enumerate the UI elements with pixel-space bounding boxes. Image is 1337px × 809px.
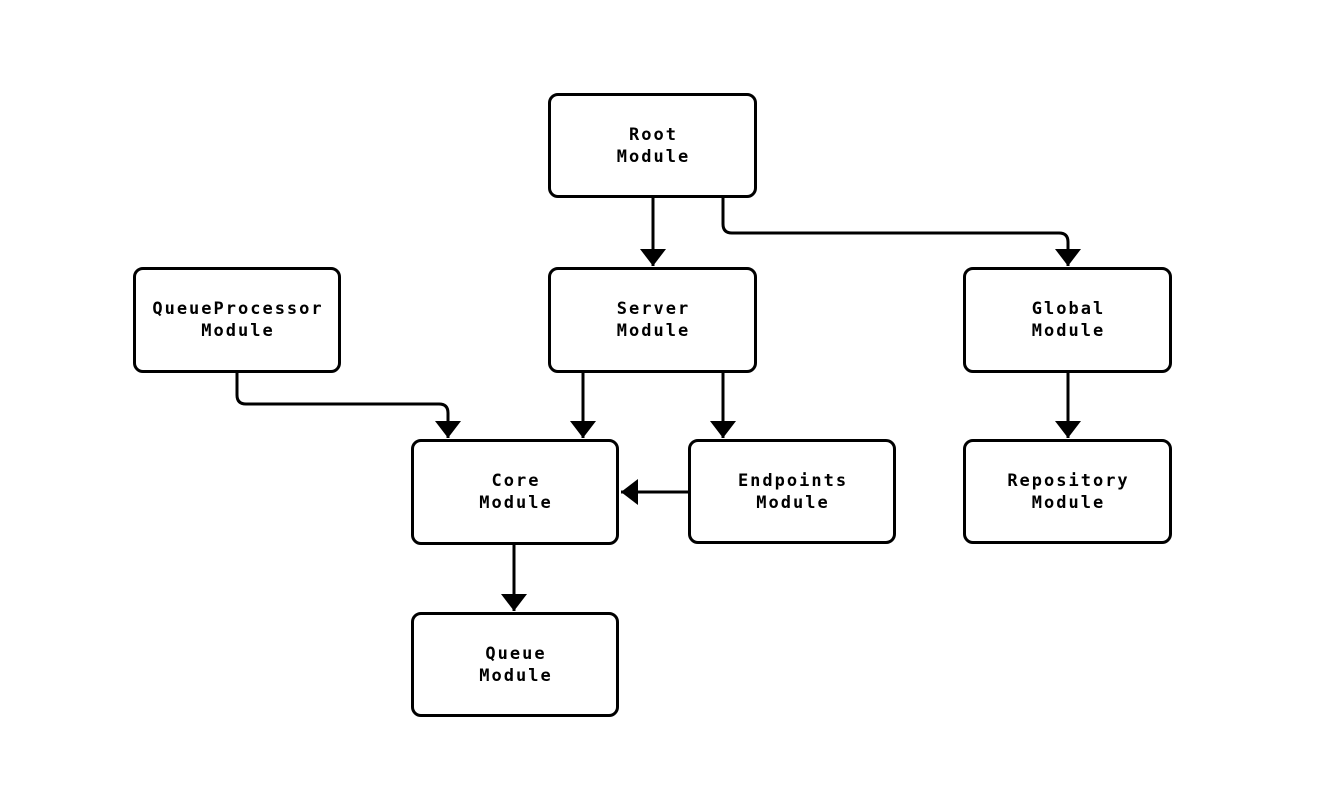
node-label-line1: Root bbox=[629, 124, 678, 145]
edge-queueprocessor-module-to-core-module bbox=[235, 373, 461, 438]
node-label-line2: Module bbox=[1031, 492, 1106, 513]
node-label-line2: Module bbox=[616, 321, 691, 341]
node-label-line1: Global bbox=[1031, 299, 1106, 319]
node-label-line1: QueueProcessor bbox=[152, 299, 324, 319]
node-label-line2: Module bbox=[616, 146, 691, 167]
node-label-line1: Core bbox=[491, 471, 541, 491]
node-label-line2: Module bbox=[1031, 321, 1106, 341]
node-label-line1: Server bbox=[616, 299, 691, 319]
edge-root-module-to-global-module bbox=[721, 198, 1081, 266]
node-label-line2: Module bbox=[756, 492, 830, 513]
node-label-line2: Module bbox=[201, 321, 275, 341]
node-label-line2: Module bbox=[479, 493, 553, 513]
node-label-line2: Module bbox=[479, 665, 553, 686]
node-label-line1: Queue bbox=[485, 643, 547, 664]
node-label-line1: Endpoints bbox=[737, 470, 849, 491]
node-label-line1: Repository bbox=[1007, 470, 1130, 491]
